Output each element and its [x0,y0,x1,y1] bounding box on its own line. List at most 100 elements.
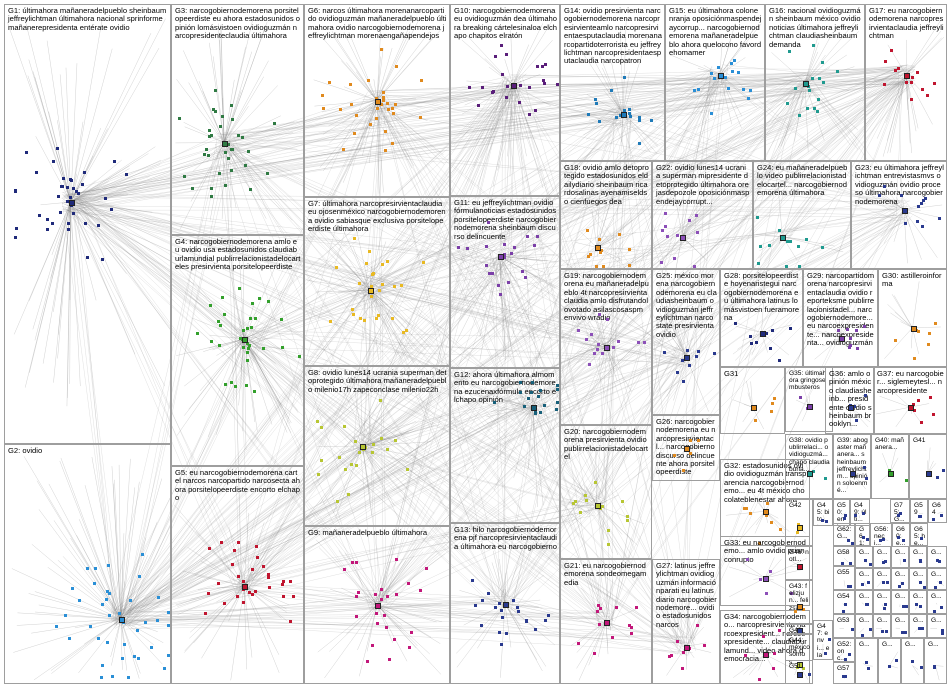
member-node[interactable] [105,641,109,644]
member-node[interactable] [592,351,596,355]
member-node[interactable] [247,346,251,350]
member-node[interactable] [893,339,897,343]
member-node[interactable] [500,616,504,620]
hub-node[interactable] [901,207,908,214]
member-node[interactable] [676,639,680,643]
member-node[interactable] [539,410,542,414]
hub-node[interactable] [222,140,229,147]
member-node[interactable] [372,443,376,447]
hub-node[interactable] [908,405,914,412]
member-node[interactable] [778,359,782,363]
member-node[interactable] [224,184,228,188]
member-node[interactable] [183,174,187,178]
member-node[interactable] [370,643,374,647]
member-node[interactable] [420,78,424,82]
member-node[interactable] [628,108,632,112]
member-node[interactable] [599,607,603,611]
member-node[interactable] [769,347,773,351]
group-g66[interactable]: G... [855,546,873,568]
member-node[interactable] [127,676,131,680]
member-node[interactable] [96,636,100,640]
member-node[interactable] [500,72,504,76]
group-g84[interactable]: G... [891,614,909,638]
group-g77[interactable]: G... [855,590,873,614]
member-node[interactable] [101,663,105,667]
member-node[interactable] [480,85,484,89]
member-node[interactable] [83,221,87,225]
member-node[interactable] [547,613,551,617]
member-node[interactable] [598,312,602,316]
member-node[interactable] [244,163,248,167]
member-node[interactable] [766,501,770,505]
member-node[interactable] [626,514,630,518]
member-node[interactable] [46,227,50,231]
member-node[interactable] [703,643,707,647]
member-node[interactable] [579,511,582,515]
member-node[interactable] [527,86,531,90]
member-node[interactable] [610,89,614,93]
member-node[interactable] [902,559,906,562]
member-node[interactable] [379,436,383,440]
member-node[interactable] [936,475,940,479]
member-node[interactable] [663,350,667,354]
member-node[interactable] [382,98,386,102]
hub-node[interactable] [604,345,610,351]
member-node[interactable] [343,467,347,471]
member-node[interactable] [236,541,240,545]
member-node[interactable] [897,514,901,518]
member-node[interactable] [805,107,809,111]
member-node[interactable] [863,324,867,328]
member-node[interactable] [218,172,222,176]
member-node[interactable] [921,225,925,229]
member-node[interactable] [372,271,376,275]
member-node[interactable] [516,606,520,610]
member-node[interactable] [597,604,601,608]
member-node[interactable] [328,80,332,84]
group-g43[interactable]: G43: felizjun... felizsá... [785,580,813,624]
member-node[interactable] [386,447,390,451]
member-node[interactable] [910,98,914,102]
member-node[interactable] [76,192,80,196]
group-g10[interactable]: G10: narcogobiernodemorena eu ovidioguzm… [450,4,560,196]
member-node[interactable] [772,651,776,655]
member-node[interactable] [51,221,55,225]
group-g12[interactable]: G12: ahora últimahora almomento eu narco… [450,368,560,523]
member-node[interactable] [356,591,360,595]
member-node[interactable] [316,473,320,477]
member-node[interactable] [822,81,826,85]
member-node[interactable] [100,602,104,606]
member-node[interactable] [716,66,720,70]
member-node[interactable] [597,343,601,347]
member-node[interactable] [577,329,581,333]
member-node[interactable] [788,240,792,243]
member-node[interactable] [499,643,503,647]
member-node[interactable] [110,674,114,678]
member-node[interactable] [607,542,611,546]
member-node[interactable] [222,313,226,317]
group-g28[interactable]: G28: porsitelopeerdiste hoyenaristegui n… [720,269,803,367]
hub-node[interactable] [684,644,690,651]
member-node[interactable] [594,101,598,105]
member-node[interactable] [67,222,71,226]
member-node[interactable] [470,579,474,583]
member-node[interactable] [542,404,546,408]
member-node[interactable] [355,464,359,468]
member-node[interactable] [108,592,112,596]
member-node[interactable] [866,581,870,584]
member-node[interactable] [291,594,295,598]
member-node[interactable] [594,265,598,268]
member-node[interactable] [251,592,255,596]
member-node[interactable] [88,624,92,628]
member-node[interactable] [681,667,685,671]
member-node[interactable] [479,624,483,628]
member-node[interactable] [376,106,380,110]
group-g19[interactable]: G19: narcogobiernodemorena eu mañanerade… [560,269,652,425]
member-node[interactable] [402,330,406,334]
member-node[interactable] [894,658,898,662]
group-g81[interactable]: G... [927,590,947,614]
member-node[interactable] [505,631,509,635]
hub-node[interactable] [375,98,381,105]
member-node[interactable] [352,237,356,241]
member-node[interactable] [841,610,845,613]
member-node[interactable] [358,451,362,455]
